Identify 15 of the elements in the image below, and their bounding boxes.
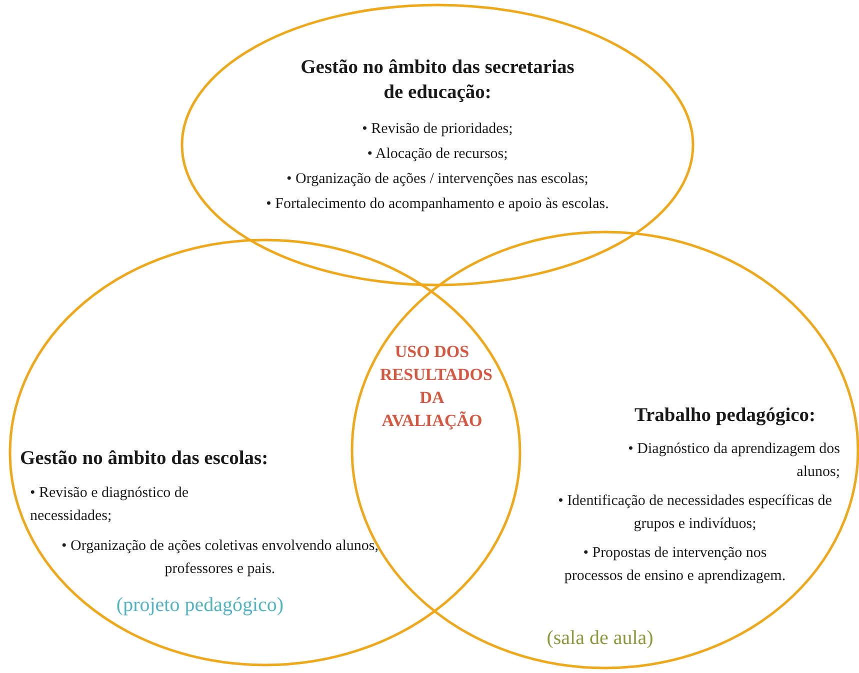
bullet-item: • Diagnóstico da aprendizagem dos alunos; [627, 440, 840, 482]
note-text: (projeto pedagógico) [115, 594, 285, 617]
heading: Trabalho pedagógico: [633, 404, 817, 428]
heading: Gestão no âmbito das escolas: [20, 447, 270, 471]
bullet-item: • Organização de ações coletivas envolvendo alunos, professores e pais. [60, 537, 380, 579]
note-text: (sala de aula) [546, 627, 654, 650]
bullet-item: • Fortalecimento do acompanhamento e apoio às escolas. [265, 195, 610, 214]
bullet-item: • Revisão de prioridades; [361, 120, 514, 139]
bullet-item: • Alocação de recursos; [366, 145, 509, 164]
bullet-item: • Revisão e diagnóstico de necessidades; [30, 484, 190, 526]
bullet-item: • Organização de ações / intervenções nas escolas; [286, 170, 590, 189]
heading: Gestão no âmbito das secretarias de educação: [300, 56, 575, 105]
bullet-item: • Propostas de intervenção nos processos de ensino e aprendizagem. [563, 544, 787, 586]
bullet-item: • Identificação de necessidades específicas de grupos e indivíduos; [557, 492, 833, 534]
center-label: USO DOS RESULTADOS DA AVALIAÇÃO [379, 341, 494, 432]
